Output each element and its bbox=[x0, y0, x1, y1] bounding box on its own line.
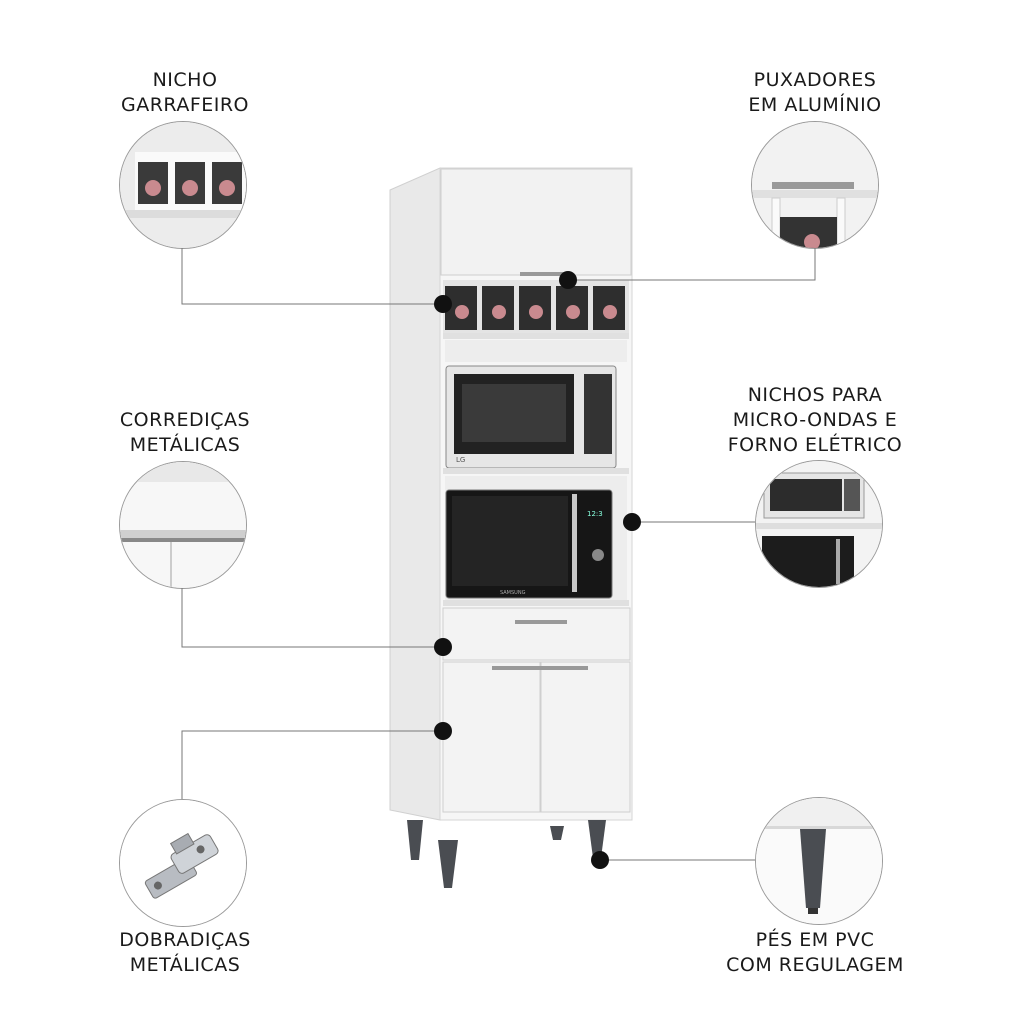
drawer bbox=[442, 607, 631, 661]
top-door-handle bbox=[520, 272, 570, 276]
detail-circle-handle bbox=[751, 121, 879, 249]
leg bbox=[550, 826, 564, 840]
detail-circle-hinge bbox=[119, 799, 247, 927]
callout-dot-hinge bbox=[434, 722, 452, 740]
wine-bottle bbox=[455, 305, 469, 319]
microwave-lg: LG bbox=[445, 365, 617, 469]
wine-bottle bbox=[566, 305, 580, 319]
leg bbox=[588, 820, 606, 858]
detail-circle-drawer-slide bbox=[119, 461, 247, 589]
left-door bbox=[442, 661, 541, 813]
callout-dot-leg bbox=[591, 851, 609, 869]
wine-bottle bbox=[603, 305, 617, 319]
leg bbox=[407, 820, 423, 860]
drawer-handle bbox=[515, 620, 567, 624]
callout-dot-wine bbox=[434, 295, 452, 313]
detail-circle-wine-rack bbox=[119, 121, 247, 249]
wine-rack bbox=[445, 286, 625, 330]
door-handle bbox=[492, 666, 588, 670]
top-door bbox=[440, 168, 632, 276]
wine-bottle bbox=[529, 305, 543, 319]
callout-dot-slide bbox=[434, 638, 452, 656]
wine-bottle bbox=[492, 305, 506, 319]
right-door bbox=[540, 661, 631, 813]
oven-samsung: 12:3 SAMSUNG bbox=[445, 489, 613, 599]
callout-dot-niches bbox=[623, 513, 641, 531]
detail-circle-leg bbox=[755, 797, 883, 925]
detail-circle-appliance-niches bbox=[755, 460, 883, 588]
svg-text:LG: LG bbox=[456, 456, 465, 464]
leg bbox=[438, 840, 458, 888]
callout-dot-handle bbox=[559, 271, 577, 289]
svg-text:SAMSUNG: SAMSUNG bbox=[500, 590, 526, 596]
svg-text:12:3: 12:3 bbox=[587, 510, 603, 518]
